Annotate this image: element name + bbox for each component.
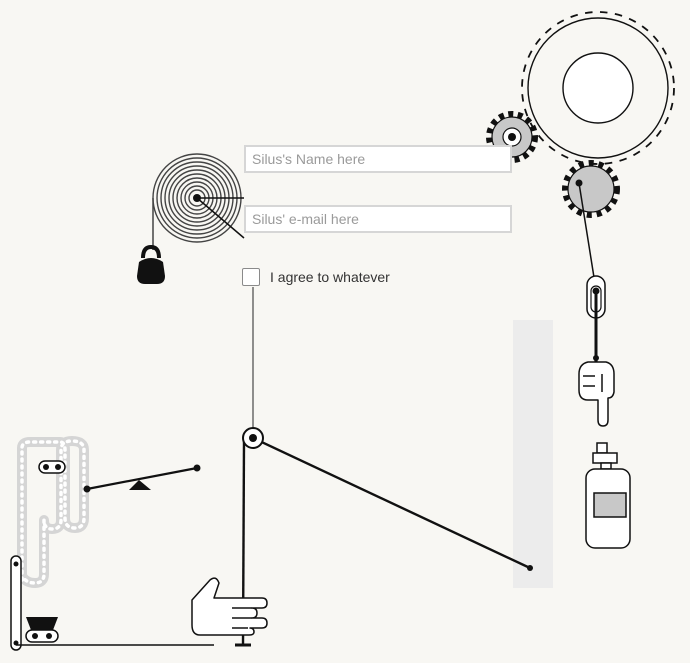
hand-icon [191,577,268,636]
gear-icon [562,160,620,218]
crank-pivot [575,179,583,187]
agree-label: I agree to whatever [270,269,390,285]
rail-post [10,555,22,651]
backdrop-panel [513,320,553,588]
chain-roller [38,460,66,474]
gear-crank [578,182,597,291]
hand-icon [578,361,615,427]
spool-arms [196,197,245,239]
lever-arm [252,436,531,570]
agree-checkbox[interactable] [242,268,260,286]
hand-pivot [593,355,599,361]
cart-icon [25,617,59,643]
lever-end [527,565,533,571]
gear-icon [521,11,675,165]
spray-bottle-icon [585,442,631,549]
agree-checkbox-row[interactable]: I agree to whatever [242,268,390,286]
name-field[interactable] [244,145,512,173]
email-field[interactable] [244,205,512,233]
conveyor-chain-dots [20,439,86,585]
kettlebell-icon [137,244,165,284]
seesaw-icon [83,464,201,493]
pulley-axle [249,434,257,442]
